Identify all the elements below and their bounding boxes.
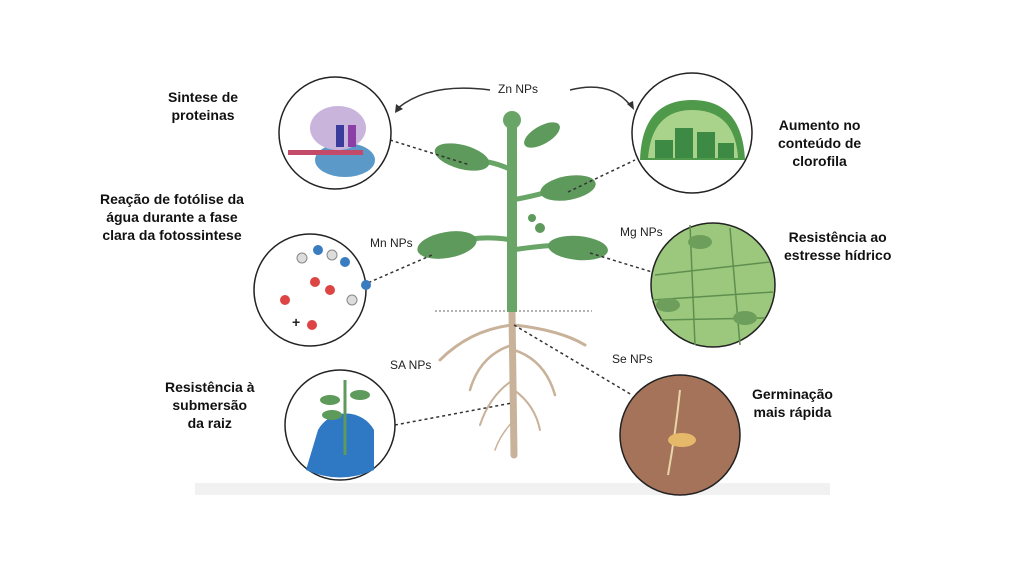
root-submersion-circle — [284, 369, 396, 481]
chloroplast-circle — [631, 72, 753, 194]
leaf-cells-circle — [650, 222, 776, 348]
protein-synthesis-circle — [278, 76, 392, 190]
germination-circle — [619, 374, 741, 496]
arrow-zn-right — [569, 86, 631, 106]
svg-text:+: + — [292, 314, 300, 330]
label-se-nps: Se NPs — [612, 352, 653, 366]
arrowhead-icon — [395, 104, 403, 113]
label-sa-nps: SA NPs — [390, 358, 432, 372]
arrowhead-icon — [627, 101, 634, 110]
label-mn-nps: Mn NPs — [370, 236, 413, 250]
connector-lines — [362, 139, 653, 426]
label-zn-nps: Zn NPs — [498, 82, 539, 96]
label-mg-nps: Mg NPs — [620, 225, 663, 239]
plant-roots — [438, 308, 587, 459]
arrow-zn-left — [397, 87, 491, 109]
plant-shoot — [417, 111, 608, 312]
photolysis-circle: + — [253, 233, 371, 347]
ground-strip — [195, 483, 830, 495]
